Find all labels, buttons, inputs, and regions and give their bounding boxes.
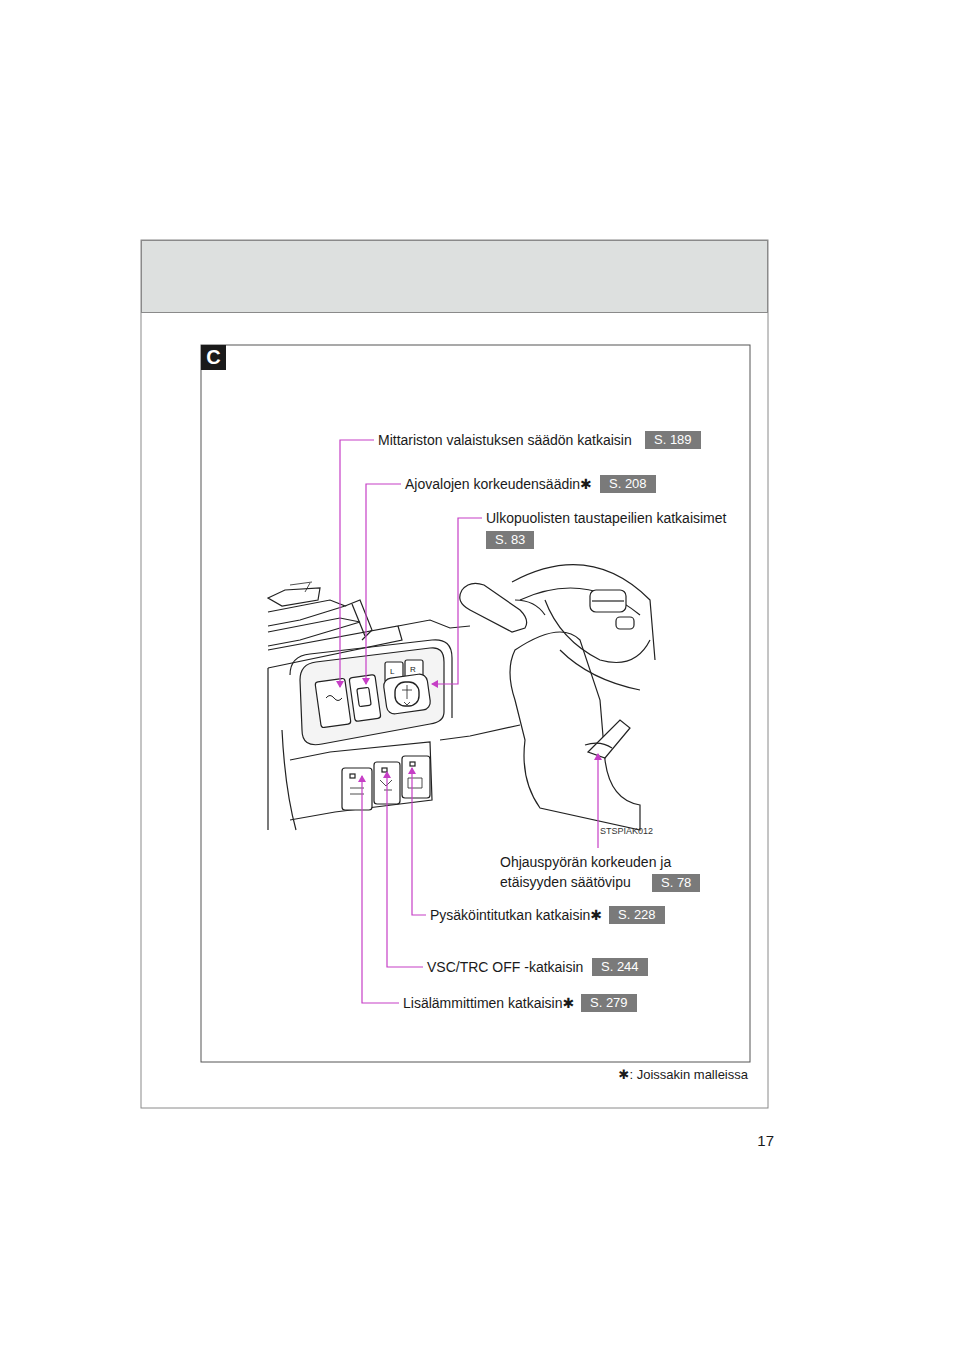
page-ref: S. 78	[652, 874, 700, 892]
figure-code: STSPIAK012	[600, 826, 653, 836]
callout-text: Ulkopuolisten taustapeilien katkaisimet	[486, 509, 726, 527]
callout-text: Mittariston valaistuksen säädön katkaisi…	[378, 431, 632, 449]
page-ref: S. 279	[581, 994, 637, 1012]
callout-text: Ajovalojen korkeudensäädin✱	[405, 475, 592, 493]
switch-marking: L	[390, 667, 394, 676]
switch-marking: R	[410, 665, 416, 674]
section-letter: C	[201, 345, 226, 370]
page-ref: S. 83	[486, 531, 534, 549]
page-frame	[141, 240, 768, 1108]
callout-text: VSC/TRC OFF -katkaisin	[427, 958, 583, 976]
page-number: 17	[757, 1132, 774, 1150]
callout-text: Lisälämmittimen katkaisin✱	[403, 994, 574, 1012]
page-ref: S. 228	[609, 906, 665, 924]
callout-text: Pysäköintitutkan katkaisin✱	[430, 906, 602, 924]
footnote: ✱: Joissakin malleissa	[619, 1066, 748, 1084]
page-ref: S. 189	[645, 431, 701, 449]
dashboard-drawing	[268, 565, 655, 830]
page-ref: S. 244	[592, 958, 648, 976]
page-ref: S. 208	[600, 475, 656, 493]
